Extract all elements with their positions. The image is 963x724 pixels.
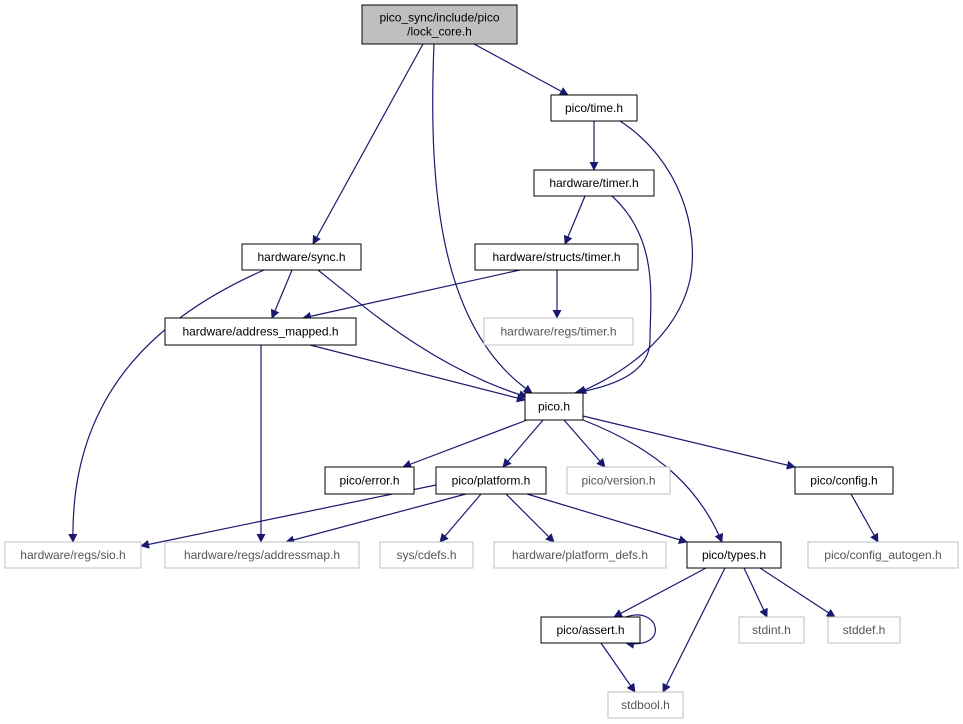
node-box [686,541,782,569]
nodes-layer: pico_sync/include/pico/lock_core.h pico/t… [4,4,959,719]
edge-hardware_timer-to-hardware_structs_timer [563,195,586,245]
node-pico-types[interactable]: pico/types.h [686,541,782,569]
node-box [164,317,357,346]
node-hardware-address-mapped[interactable]: hardware/address_mapped.h [164,317,357,346]
edge-hardware_timer-to-pico_h [574,195,652,397]
edge-pico_platform-to-hardware_regs_addressmap [285,493,467,545]
node-label: hardware/timer.h [549,176,638,190]
edge-pico_h-to-pico_types [582,419,723,543]
node-hardware-regs-timer: hardware/regs/timer.h [483,317,634,346]
node-box [361,4,518,45]
node-label: pico/platform.h [452,474,531,488]
node-box [4,541,142,569]
edge-pico_h-to-pico_version [563,419,606,468]
edge-pico_config-to-pico_config_autogen [850,493,879,543]
edge-lock_core-to-hardware_sync [312,43,424,245]
edge-hardware_sync-to-hardware_address_mapped [270,269,293,319]
node-label: pico/version.h [581,474,655,488]
node-stddef: stddef.h [827,616,901,644]
node-stdbool: stdbool.h [607,691,684,719]
node-box [164,541,360,569]
node-label: pico_sync/include/pico [379,11,499,25]
node-lock-core[interactable]: pico_sync/include/pico/lock_core.h [361,4,518,45]
edge-pico_platform-to-hardware_regs_sio [140,484,437,549]
edge-pico_types-to-pico_assert [613,567,707,618]
node-hardware-sync[interactable]: hardware/sync.h [241,243,362,271]
node-label: hardware/regs/sio.h [20,548,125,562]
node-hardware-regs-sio: hardware/regs/sio.h [4,541,142,569]
node-hardware-structs-timer[interactable]: hardware/structs/timer.h [474,243,639,271]
node-label: pico/error.h [339,474,399,488]
edge-lock_core-to-pico_time [473,43,569,96]
node-box [483,317,634,346]
edge-pico_platform-to-hardware_platform_defs [505,493,555,543]
node-box [540,616,641,644]
edge-hardware_sync-to-pico_h [317,269,528,399]
node-sys-cdefs: sys/cdefs.h [379,541,474,569]
edge-pico_h-to-pico_platform [502,419,544,468]
node-pico-config-autogen: pico/config_autogen.h [807,541,959,569]
node-hardware-platform-defs: hardware/platform_defs.h [493,541,667,569]
edge-hardware_structs_timer-to-hardware_address_mapped [302,269,521,321]
node-box [524,392,584,421]
node-box [379,541,474,569]
node-box [435,466,547,495]
node-pico-platform[interactable]: pico/platform.h [435,466,547,495]
edge-pico_platform-to-pico_types [526,493,688,544]
node-box [827,616,901,644]
edge-pico_types-to-stdbool [662,567,726,693]
node-box [324,466,415,495]
edge-pico_h-to-pico_error [402,419,528,469]
node-box [550,94,638,122]
node-label: sys/cdefs.h [396,548,456,562]
node-label: pico/config_autogen.h [824,548,941,562]
node-label: pico/types.h [702,548,766,562]
edge-pico_types-to-stddef [759,567,836,618]
node-pico-time[interactable]: pico/time.h [550,94,638,122]
node-box [794,466,894,495]
node-box [566,466,671,495]
node-label: hardware/sync.h [257,250,345,264]
edge-pico_h-to-pico_config [582,415,796,470]
edge-hardware_sync-to-hardware_regs_sio [68,269,265,543]
node-label: /lock_core.h [407,25,472,39]
node-box [474,243,639,271]
node-label: stdbool.h [621,698,670,712]
node-label: hardware/structs/timer.h [492,250,620,264]
edge-lock_core-to-pico_h [432,43,533,394]
node-box [807,541,959,569]
node-label: hardware/address_mapped.h [182,325,338,339]
node-pico-assert[interactable]: pico/assert.h [540,616,641,644]
node-label: pico/config.h [810,474,877,488]
edge-pico_types-to-stdint [743,567,768,618]
node-pico-version: pico/version.h [566,466,671,495]
node-hardware-timer[interactable]: hardware/timer.h [533,169,655,197]
node-box [607,691,684,719]
node-box [241,243,362,271]
node-label: hardware/regs/timer.h [500,325,616,339]
node-box [533,169,655,197]
edge-pico_time-to-pico_h [577,120,694,394]
node-label: pico/assert.h [556,623,624,637]
edge-pico_platform-to-sys_cdefs [439,493,482,543]
node-label: pico/time.h [565,101,623,115]
edge-pico_assert-to-stdbool [600,642,636,693]
edge-hardware_address_mapped-to-pico_h [309,344,526,403]
node-hardware-regs-addressmap: hardware/regs/addressmap.h [164,541,360,569]
node-pico-error[interactable]: pico/error.h [324,466,415,495]
node-pico-h[interactable]: pico.h [524,392,584,421]
node-label: stdint.h [752,623,791,637]
node-label: hardware/platform_defs.h [512,548,648,562]
node-box [493,541,667,569]
node-label: pico.h [538,400,570,414]
node-label: stddef.h [843,623,886,637]
node-stdint: stdint.h [738,616,805,644]
node-pico-config[interactable]: pico/config.h [794,466,894,495]
edges-layer [68,43,879,693]
node-label: hardware/regs/addressmap.h [184,548,340,562]
node-box [738,616,805,644]
